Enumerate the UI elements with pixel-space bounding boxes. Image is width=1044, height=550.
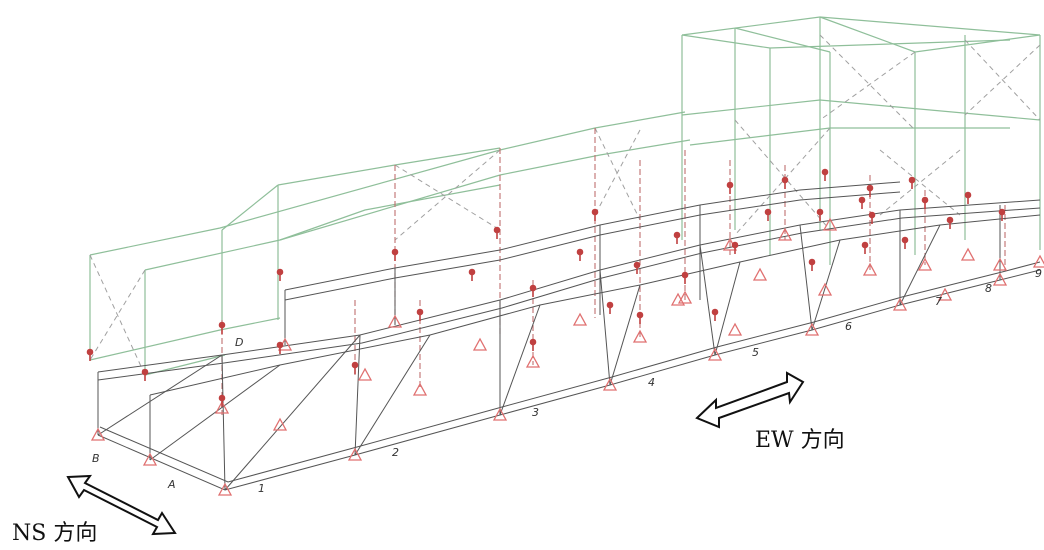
support-triangle xyxy=(217,482,233,496)
axis-label-4: 4 xyxy=(648,376,655,389)
support-triangle xyxy=(677,290,693,304)
axis-label-2: 2 xyxy=(392,446,399,459)
support-triangle xyxy=(142,452,158,466)
axis-label-d: D xyxy=(235,336,243,349)
support-triangle xyxy=(272,417,288,431)
axis-label-a: A xyxy=(167,478,176,491)
support-triangle xyxy=(347,447,363,461)
support-triangle xyxy=(822,217,838,231)
support-triangle xyxy=(572,312,588,326)
support-triangle xyxy=(777,227,793,241)
pin-supports xyxy=(90,217,1044,496)
axis-label-1: 1 xyxy=(258,482,265,495)
support-triangle xyxy=(727,322,743,336)
support-triangle xyxy=(707,347,723,361)
support-triangle xyxy=(472,337,488,351)
column-markers xyxy=(86,168,1006,407)
axis-label-9: 9 xyxy=(1035,267,1042,280)
support-triangle xyxy=(632,329,648,343)
support-triangle xyxy=(804,322,820,336)
ew-direction-label: EW 方向 xyxy=(755,428,845,453)
support-triangle xyxy=(1032,254,1044,268)
support-triangle xyxy=(992,257,1008,271)
support-triangle xyxy=(892,297,908,311)
axis-label-3: 3 xyxy=(532,406,539,419)
support-triangle xyxy=(602,377,618,391)
base-structure xyxy=(97,181,1041,491)
axis-label-7: 7 xyxy=(935,295,942,308)
support-triangle xyxy=(752,267,768,281)
cross-bracing xyxy=(89,34,1041,376)
support-triangle xyxy=(670,292,686,306)
ns-direction-label: NS 方向 xyxy=(12,521,97,545)
support-triangle xyxy=(937,287,953,301)
ew-direction-arrow xyxy=(695,371,805,429)
support-triangle xyxy=(817,282,833,296)
support-triangle xyxy=(917,257,933,271)
upper-frame-beams xyxy=(89,16,1041,376)
axis-label-5: 5 xyxy=(752,346,759,359)
support-triangle xyxy=(862,262,878,276)
grid-axis-labels: 1 2 3 4 5 6 7 8 9 A B D xyxy=(92,267,1042,495)
support-triangle xyxy=(525,354,541,368)
support-triangle xyxy=(992,272,1008,286)
support-triangle xyxy=(492,407,508,421)
axis-label-b: B xyxy=(92,452,100,465)
support-triangle xyxy=(412,382,428,396)
support-triangle xyxy=(960,247,976,261)
support-triangle xyxy=(90,427,106,441)
axis-label-8: 8 xyxy=(985,282,992,295)
support-triangle xyxy=(214,400,230,414)
ns-direction-arrow xyxy=(66,474,177,536)
axis-label-6: 6 xyxy=(845,320,852,333)
support-triangle xyxy=(357,367,373,381)
support-triangle xyxy=(387,314,403,328)
